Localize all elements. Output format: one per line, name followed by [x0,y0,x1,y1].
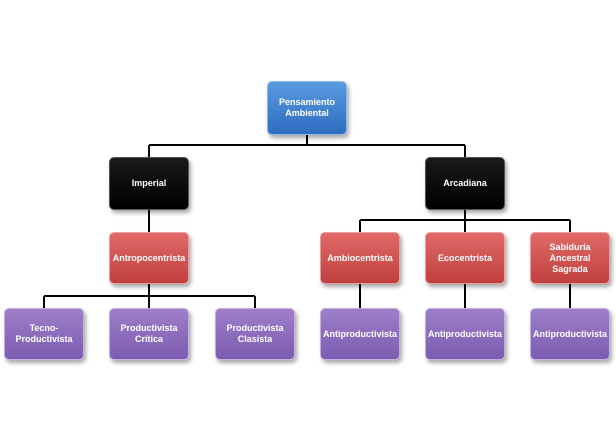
node-antiproductivista-2: Antiproductivista [425,308,505,360]
node-antiproductivista-3: Antiproductivista [530,308,610,360]
node-arcadiana: Arcadiana [425,157,505,210]
node-ambiocentrista: Ambiocentrista [320,232,400,284]
node-imperial: Imperial [109,157,189,210]
node-ecocentrista: Ecocentrista [425,232,505,284]
node-productivista-critica: Productivista Crítica [109,308,189,360]
node-tecno-productivista: Tecno- Productivista [4,308,84,360]
node-antropocentrista: Antropocentrista [109,232,189,284]
node-pensamiento-ambiental: Pensamiento Ambiental [267,81,347,135]
node-productivista-clasista: Productivista Clasista [215,308,295,360]
node-antiproductivista-1: Antiproductivista [320,308,400,360]
node-sabiduria-ancestral-sagrada: Sabiduría Ancestral Sagrada [530,232,610,284]
